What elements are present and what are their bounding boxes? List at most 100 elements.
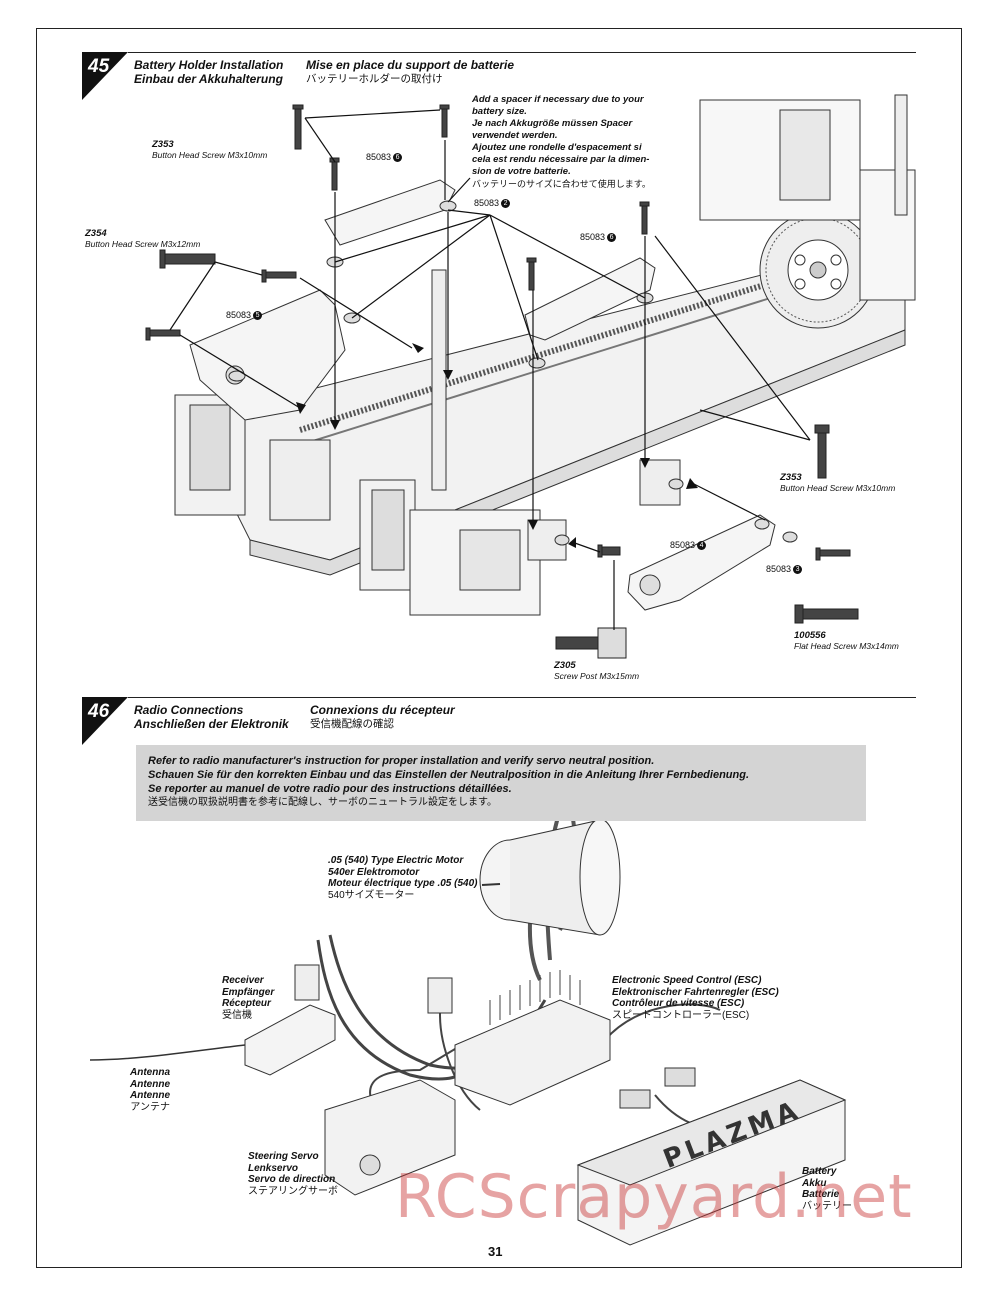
- arrowheads: [296, 343, 698, 548]
- step46-title-en: Radio Connections: [134, 703, 244, 717]
- step45-number: 45: [88, 56, 110, 77]
- instruction-line: Refer to radio manufacturer's instructio…: [148, 755, 655, 767]
- instruction-line: Schauen Sie für den korrekten Einbau und…: [148, 769, 750, 781]
- part-z353-code: Z353: [152, 139, 174, 150]
- spacer-note-line: verwendet werden.: [472, 130, 558, 141]
- part-z305-code: Z305: [554, 660, 576, 671]
- part-z354-label: Z354 Button Head Screw M3x12mm: [85, 228, 201, 250]
- antenna-label-line: Antenne: [130, 1078, 170, 1090]
- part-100556-label: 100556 Flat Head Screw M3x14mm: [794, 630, 899, 652]
- receiver-label-line: Empfänger: [222, 986, 275, 998]
- receiver-label-line: Récepteur: [222, 998, 271, 1009]
- antenna-label: Antenna Antenne Antenne アンテナ: [120, 1067, 170, 1113]
- ref-index: 2: [501, 199, 511, 209]
- esc-label-line: スピードコントローラー(ESC): [612, 1009, 750, 1021]
- ref-index: 4: [697, 541, 707, 551]
- page-number: 31: [488, 1244, 503, 1259]
- receiver-label-line: Receiver: [222, 975, 264, 986]
- spacer-note-line: cela est rendu nécessaire par la dimen-: [472, 154, 650, 165]
- spacer-note-line: battery size.: [472, 106, 527, 117]
- receiver-label: Receiver Empfänger Récepteur 受信機: [222, 975, 274, 1021]
- part-z353b-label: Z353 Button Head Screw M3x10mm: [780, 472, 895, 494]
- step46-title-ja: 受信機配線の確認: [310, 718, 394, 730]
- esc-label-line: Electronic Speed Control (ESC): [612, 975, 762, 986]
- part-100556-desc: Flat Head Screw M3x14mm: [794, 641, 899, 651]
- battery-label-line: Battery: [802, 1166, 837, 1177]
- step45-title-fr: Mise en place du support de batterie: [306, 58, 515, 72]
- spacer-note-line: Add a spacer if necessary due to your: [472, 94, 644, 105]
- spacer-note: Add a spacer if necessary due to your ba…: [472, 94, 651, 190]
- ref-code: 85083: [474, 198, 500, 208]
- battery-label: Battery Akku Batterie バッテリー: [802, 1166, 852, 1212]
- instruction-line: 送受信機の取扱説明書を参考に配線し、サーボのニュートラル設定をします。: [148, 797, 497, 808]
- spacer-note-line: Je nach Akkugröße müssen Spacer: [472, 118, 633, 129]
- esc-label: Electronic Speed Control (ESC) Elektroni…: [612, 975, 779, 1021]
- ref-index: 5: [253, 311, 263, 321]
- spacer-note-line: sion de votre batterie.: [472, 166, 571, 177]
- chassis-drawing: [174, 94, 916, 616]
- page-border: [36, 28, 962, 1268]
- step45-title-right: Mise en place du support de batterie バッテ…: [306, 58, 514, 86]
- antenna-label-line: Antenna: [130, 1067, 170, 1078]
- part-z354-desc: Button Head Screw M3x12mm: [85, 239, 201, 249]
- antenna-label-line: アンテナ: [130, 1101, 170, 1113]
- instruction-box: Refer to radio manufacturer's instructio…: [136, 745, 866, 821]
- part-100556-code: 100556: [794, 630, 826, 641]
- battery-label-line: Batterie: [802, 1189, 840, 1200]
- ref-index: 3: [793, 565, 803, 575]
- instruction-line: Se reporter au manuel de votre radio pou…: [148, 783, 512, 795]
- part-z354-code: Z354: [85, 228, 107, 239]
- step46-title-de: Anschließen der Elektronik: [134, 717, 289, 731]
- motor-label-line: 540サイズモーター: [328, 889, 415, 901]
- ref-code: 85083: [766, 564, 792, 574]
- part-z305-desc: Screw Post M3x15mm: [554, 671, 640, 681]
- part-z353-label: Z353 Button Head Screw M3x10mm: [152, 139, 268, 161]
- assembly-arrows: [169, 109, 811, 630]
- ref-index: 6: [607, 233, 617, 243]
- servo-label: Steering Servo Lenkservo Servo de direct…: [248, 1151, 338, 1197]
- ref-index: 6: [393, 153, 403, 163]
- servo-label-line: Lenkservo: [248, 1162, 299, 1174]
- motor-label-line: .05 (540) Type Electric Motor: [328, 855, 464, 866]
- step46-header-rule: [128, 697, 916, 698]
- screws-hardware: [145, 104, 859, 659]
- part-z305-label: Z305 Screw Post M3x15mm: [554, 660, 640, 682]
- ref-code: 85083: [670, 540, 696, 550]
- battery-label-line: バッテリー: [802, 1200, 852, 1212]
- step45-badge: [82, 52, 128, 100]
- ref-code: 85083: [226, 310, 252, 320]
- esc-label-line: Elektronischer Fahrtenregler (ESC): [612, 986, 779, 998]
- esc-label-line: Contrôleur de vitesse (ESC): [612, 998, 745, 1009]
- spacer-note-line: バッテリーのサイズに合わせて使用します。: [472, 179, 651, 189]
- part-z353b-code: Z353: [780, 472, 802, 483]
- step46-title-right: Connexions du récepteur 受信機配線の確認: [310, 703, 455, 731]
- spacer-note-line: Ajoutez une rondelle d'espacement si: [472, 142, 642, 153]
- ref-code: 85083: [580, 232, 606, 242]
- motor-label: .05 (540) Type Electric Motor 540er Elek…: [328, 855, 478, 901]
- step45-title-de: Einbau der Akkuhalterung: [134, 72, 283, 86]
- motor-label-line: Moteur électrique type .05 (540): [328, 878, 478, 889]
- radio-drawing: [89, 788, 847, 1246]
- watermark: RCScrapyard.net: [395, 1162, 913, 1232]
- step46-number: 46: [88, 701, 110, 722]
- step45-title-en: Battery Holder Installation: [134, 58, 284, 72]
- step45-title-left: Battery Holder Installation Einbau der A…: [134, 58, 283, 86]
- antenna-label-line: Antenne: [130, 1090, 170, 1101]
- motor-label-line: 540er Elektromotor: [328, 866, 420, 878]
- part-z353-desc: Button Head Screw M3x10mm: [152, 150, 268, 160]
- step45-header-rule: [128, 52, 916, 53]
- receiver-label-line: 受信機: [222, 1009, 252, 1021]
- step46-title-left: Radio Connections Anschließen der Elektr…: [134, 703, 289, 731]
- step45-title-ja: バッテリーホルダーの取付け: [306, 73, 443, 85]
- servo-label-line: ステアリングサーボ: [248, 1185, 338, 1197]
- step46-title-fr: Connexions du récepteur: [310, 703, 455, 717]
- ref-code: 85083: [366, 152, 392, 162]
- servo-label-line: Steering Servo: [248, 1151, 319, 1162]
